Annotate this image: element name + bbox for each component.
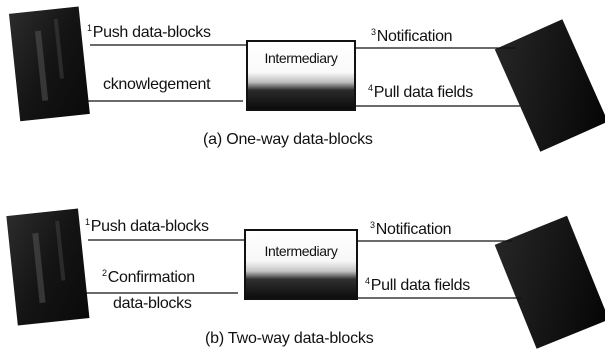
source-block-b	[6, 208, 90, 326]
notification-text: Notification	[376, 28, 453, 45]
step-number: 3	[371, 27, 376, 37]
push-label-b: 1Push data-blocks	[85, 217, 209, 236]
target-block-b	[494, 215, 605, 349]
intermediary-box-a: Intermediary	[246, 40, 356, 111]
notification-label-b: 3Notification	[370, 220, 452, 239]
acknowledgement-label-a: cknowlegement	[103, 76, 211, 94]
caption-b: (b) Two-way data-blocks	[205, 330, 374, 347]
step-number: 1	[87, 23, 92, 33]
push-text: Push data-blocks	[92, 24, 211, 41]
caption-a: (a) One-way data-blocks	[203, 131, 373, 148]
push-text: Push data-blocks	[90, 218, 209, 235]
pull-label-a: 4Pull data fields	[368, 83, 474, 102]
intermediary-title: Intermediary	[264, 243, 338, 259]
pull-text: Pull data fields	[373, 84, 474, 101]
confirmation-text: Confirmation	[107, 269, 195, 286]
intermediary-title: Intermediary	[264, 50, 338, 66]
step-number: 1	[85, 217, 90, 227]
ack-text: cknowlegement	[103, 76, 211, 93]
push-label-a: 1Push data-blocks	[87, 23, 211, 42]
notification-label-a: 3Notification	[371, 27, 453, 46]
confirmation-label-b-line2: data-blocks	[113, 295, 192, 312]
step-number: 2	[102, 268, 107, 278]
pull-text: Pull data fields	[370, 277, 471, 294]
step-number: 4	[365, 276, 370, 286]
confirmation-label-b: 2Confirmation	[102, 268, 195, 287]
step-number: 4	[368, 83, 373, 93]
step-number: 3	[370, 220, 375, 230]
pull-label-b: 4Pull data fields	[365, 276, 471, 295]
target-block-a	[494, 19, 605, 152]
intermediary-box-b: Intermediary	[244, 229, 358, 300]
notification-text: Notification	[375, 221, 452, 238]
source-block-a	[8, 6, 90, 122]
